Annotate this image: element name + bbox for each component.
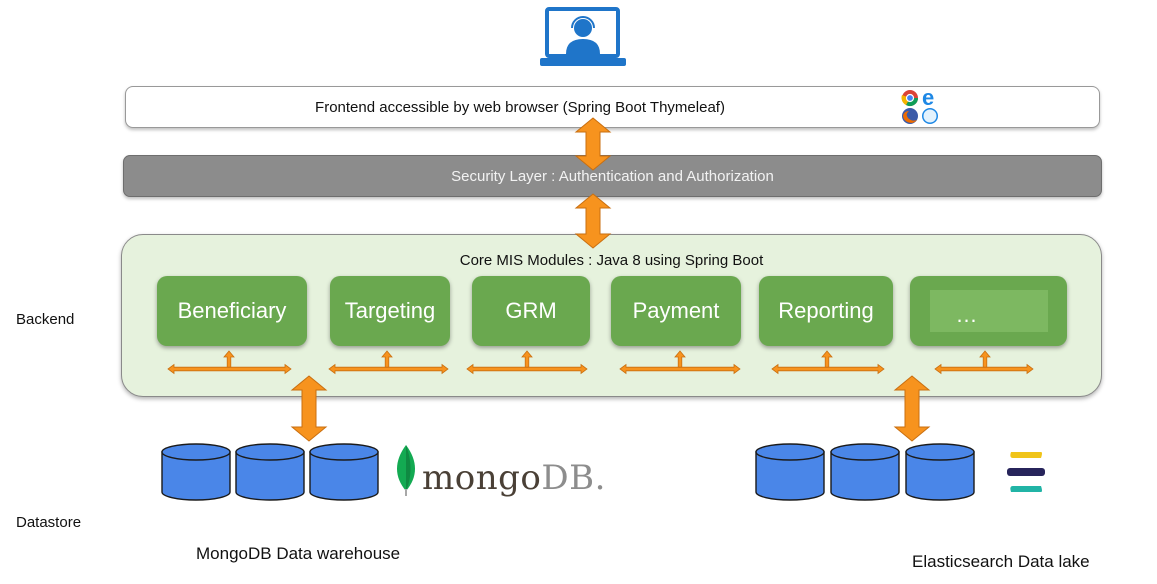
- module-connector-arrow-5: [934, 350, 1034, 375]
- module-label: Beneficiary: [177, 298, 287, 323]
- svg-text:e: e: [922, 87, 934, 110]
- chrome-icon: [901, 90, 919, 107]
- elasticsearch-cylinder-1: [830, 443, 900, 501]
- module-reporting: Reporting: [759, 276, 893, 346]
- mongodb-cylinder-1: [235, 443, 305, 501]
- user-headset-laptop-icon: [540, 7, 626, 66]
- elasticsearch-cylinder-2: [905, 443, 975, 501]
- module-targeting: Targeting: [330, 276, 450, 346]
- module-grm: GRM: [472, 276, 590, 346]
- module-label: …: [955, 302, 978, 327]
- mongodb-logo-text: mongoDB.: [422, 458, 606, 498]
- mongodb-cylinder-0: [161, 443, 231, 501]
- backend-side-label: Backend: [16, 311, 75, 328]
- elasticsearch-logo-icon: [1007, 452, 1045, 492]
- module-connector-arrow-1: [328, 350, 449, 375]
- elasticsearch-cylinder-0: [755, 443, 825, 501]
- ie-icon: e: [922, 87, 934, 110]
- module-label: Reporting: [778, 298, 874, 323]
- mongodb-caption: MongoDB Data warehouse: [196, 544, 401, 563]
- browser-icons: e: [901, 87, 938, 124]
- mongodb-leaf-icon: [397, 445, 415, 496]
- elasticsearch-caption: Elasticsearch Data lake: [912, 552, 1090, 571]
- module-beneficiary: Beneficiary: [157, 276, 307, 346]
- module-label: Targeting: [344, 298, 436, 323]
- safari-icon: [922, 108, 938, 124]
- frontend-layer: [125, 86, 1100, 128]
- datastore-side-label: Datastore: [16, 514, 82, 531]
- firefox-icon: [902, 108, 918, 124]
- core-mis-title: Core MIS Modules : Java 8 using Spring B…: [459, 252, 764, 269]
- arrow-frontend-security: [574, 117, 612, 171]
- module-connector-arrow-4: [771, 350, 885, 375]
- module-label: GRM: [505, 298, 557, 323]
- module-more-inner: …: [929, 290, 1048, 332]
- arrow-core-elasticsearch: [893, 375, 931, 442]
- module-connector-arrow-2: [466, 350, 588, 375]
- frontend-label: Frontend accessible by web browser (Spri…: [315, 98, 725, 116]
- security-layer: Security Layer : Authentication and Auth…: [123, 155, 1102, 197]
- module-connector-arrow-3: [619, 350, 741, 375]
- arrow-core-mongodb: [290, 375, 328, 442]
- mongodb-cylinder-2: [309, 443, 379, 501]
- module-connector-arrow-0: [167, 350, 292, 375]
- module-more: …: [910, 276, 1067, 346]
- module-payment: Payment: [611, 276, 741, 346]
- module-label: Payment: [632, 298, 720, 323]
- arrow-security-core: [574, 193, 612, 249]
